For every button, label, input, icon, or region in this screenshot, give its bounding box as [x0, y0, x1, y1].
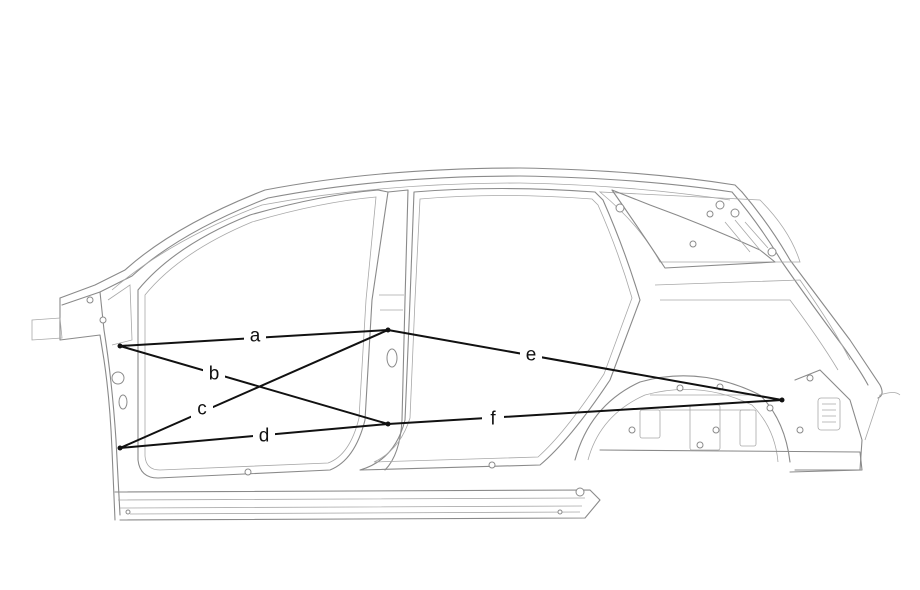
label-d: d — [253, 425, 275, 449]
label-a: a — [244, 325, 266, 349]
measure-point-rear — [779, 397, 785, 403]
body-side-panel — [31, 167, 901, 521]
label-f: f — [482, 408, 504, 432]
measure-line-c — [119, 329, 389, 449]
measure-line-f — [387, 399, 783, 425]
measure-point-b-pillar-upper — [385, 327, 391, 333]
label-b-text: b — [209, 364, 220, 385]
label-a-text: a — [250, 326, 261, 347]
label-f-text: f — [490, 409, 496, 430]
label-d-text: d — [259, 426, 270, 447]
measure-line-b — [119, 345, 389, 425]
label-c: c — [191, 398, 213, 422]
measurement-lines — [117, 327, 785, 451]
label-c-text: c — [197, 399, 207, 420]
measure-point-front-lower — [117, 445, 123, 451]
measure-point-front-upper — [117, 343, 123, 349]
label-e: e — [520, 344, 542, 368]
measure-point-b-pillar-lower — [385, 421, 391, 427]
measure-line-e — [387, 329, 783, 401]
measurement-labels: a b c d e f — [191, 325, 542, 449]
label-b: b — [203, 363, 225, 387]
label-e-text: e — [526, 345, 537, 366]
